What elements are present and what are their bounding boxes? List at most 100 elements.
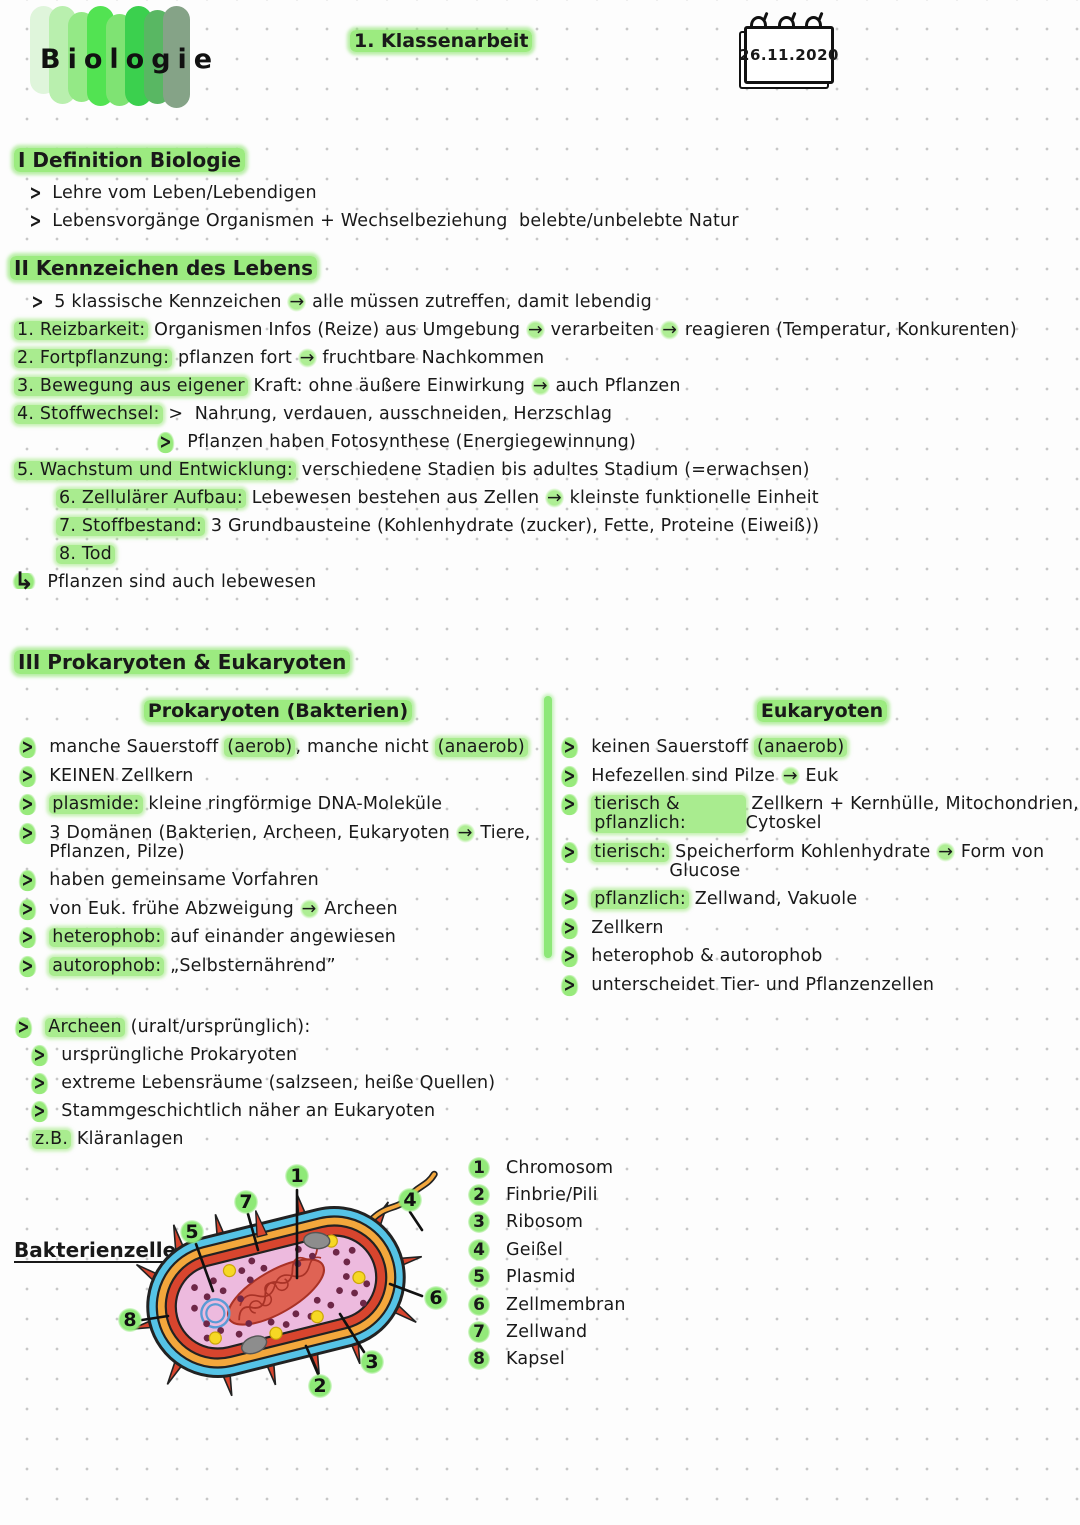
chevron-bullet-icon: > — [29, 181, 42, 206]
note-line: >Archeen (uralt/ursprünglich): — [13, 1016, 536, 1039]
section-kennzeichen: II Kennzeichen des Lebens >5 klassische … — [10, 256, 1074, 601]
text-segment: Hefezellen sind Pilze → Euk — [591, 765, 839, 786]
text-segment: Kraft: ohne äußere Einwirkung → auch Pfl… — [247, 376, 681, 396]
note-line: >manche Sauerstoff (aerob), manche nicht… — [17, 736, 536, 759]
text-segment: pflanzlich: — [591, 890, 689, 909]
arrow-icon: → — [455, 822, 475, 843]
note-line: 5. Wachstum und Entwicklung: verschieden… — [14, 461, 1074, 480]
chevron-bullet-icon: > — [559, 974, 580, 996]
column-eukaryoten: Eukaryoten >keinen Sauerstoff (anaerob)>… — [559, 700, 1080, 1004]
text-segment: kleine ringförmige DNA-Moleküle — [142, 794, 443, 814]
legend-label: Kapsel — [506, 1349, 565, 1370]
text-segment: Pflanzen haben Fotosynthese (Energiegewi… — [187, 432, 637, 452]
chevron-bullet-icon: > — [17, 898, 38, 920]
text-segment: , manche nicht — [295, 737, 435, 757]
note-line: 1. Reizbarkeit: Organismen Infos (Reize)… — [14, 320, 1074, 340]
note-line: ↳ Pflanzen sind auch lebewesen — [10, 569, 1074, 593]
chevron-bullet-icon: > — [17, 869, 38, 892]
text-segment: > Nahrung, verdauen, ausschneiden, Herzs… — [162, 404, 613, 424]
text-segment: 7. Stoffbestand: — [56, 517, 206, 536]
column-heading: Eukaryoten — [562, 700, 1080, 722]
chevron-bullet-icon: > — [559, 888, 580, 911]
section-definition: I Definition Biologie >Lehre vom Leben/L… — [14, 148, 1064, 240]
diagram-callout-1: 1 — [285, 1164, 309, 1188]
arrow-icon: → — [297, 348, 317, 368]
text-segment: manche Sauerstoff — [49, 737, 225, 757]
legend-number: 7 — [468, 1321, 490, 1344]
text-segment: 8. Tod — [56, 545, 115, 564]
text-segment: von Euk. frühe Abzweigung → Archeen — [49, 898, 398, 919]
note-line: 7. Stoffbestand: 3 Grundbausteine (Kohle… — [56, 517, 1074, 536]
biologie-logo: Biologie — [30, 6, 212, 114]
text-segment: 5. Wachstum und Entwicklung: — [14, 461, 297, 480]
legend-label: Finbrie/Pili — [506, 1185, 598, 1206]
eukaryoten-list: >keinen Sauerstoff (anaerob)>Hefezellen … — [559, 736, 1080, 996]
note-line: >Stammgeschichtlich näher an Eukaryoten — [29, 1100, 536, 1123]
arrow-icon: → — [936, 841, 956, 862]
definition-list: > Lehre vom Leben/Lebendigen> Lebensvorgän… — [14, 181, 1064, 232]
text-segment: (aerob) — [224, 738, 296, 757]
page-title: 1. Klassenarbeit — [350, 30, 533, 52]
text-segment: Organismen Infos (Reize) aus Umgebung → … — [148, 320, 1017, 340]
note-line: 3. Bewegung aus eigener Kraft: ohne äuße… — [14, 376, 1074, 396]
logo-text: Biologie — [40, 44, 220, 75]
legend-item: 5 Plasmid — [468, 1264, 626, 1291]
arrow-icon: → — [299, 898, 319, 919]
return-arrow-icon: ↳ — [10, 569, 39, 593]
text-segment: Lebensvorgänge Organismen + Wechselbezie… — [52, 211, 739, 231]
chevron-bullet-icon: > — [559, 793, 580, 816]
section-archeen: >Archeen (uralt/ursprünglich):>ursprüngl… — [13, 1016, 536, 1158]
diagram-callout-4: 4 — [398, 1188, 422, 1212]
legend-label: Plasmid — [506, 1267, 576, 1288]
text-segment: Zellkern + Kernhülle, Mitochondrien, Cyt… — [745, 794, 1079, 833]
legend-number: 6 — [468, 1293, 490, 1316]
note-line: >heterophob & autorophob — [559, 945, 1080, 968]
prokaryoten-list: > manche Sauerstoff (aerob), manche nicht… — [17, 736, 536, 977]
legend-item: 7 Zellwand — [468, 1318, 626, 1345]
legend-number: 3 — [468, 1211, 490, 1234]
text-segment: Archeen — [45, 1018, 125, 1037]
text-segment: Lehre vom Leben/Lebendigen — [52, 183, 317, 203]
legend-label: Chromosom — [506, 1157, 614, 1178]
text-segment: 4. Stoffwechsel: — [14, 405, 163, 424]
logo-bar — [163, 6, 190, 108]
chevron-bullet-icon: > — [31, 290, 44, 315]
note-line: >5 klassische Kennzeichen → alle müssen … — [30, 290, 1074, 315]
text-segment: 5 klassische Kennzeichen → alle müssen z… — [54, 292, 652, 312]
text-segment: Speicherform Kohlenhydrate → Form von Gl… — [669, 841, 1051, 881]
diagram-callout-8: 8 — [118, 1308, 142, 1332]
chevron-bullet-icon: > — [559, 736, 580, 759]
text-segment: auf einander angewiesen — [164, 927, 397, 947]
note-line: > Lehre vom Leben/Lebendigen — [28, 181, 1064, 206]
text-segment: tierisch: — [591, 842, 670, 862]
archeen-list: >Archeen (uralt/ursprünglich):>ursprüngl… — [13, 1016, 536, 1149]
kennzeichen-list: >5 klassische Kennzeichen → alle müssen … — [10, 290, 1074, 593]
text-segment: heterophob & autorophob — [591, 946, 823, 966]
text-segment: autorophob: — [49, 956, 165, 976]
note-line: >haben gemeinsame Vorfahren — [17, 869, 536, 892]
diagram-callout-5: 5 — [180, 1220, 204, 1244]
chevron-bullet-icon: > — [13, 1016, 34, 1039]
text-segment: 3. Bewegung aus eigener — [14, 377, 248, 396]
text-segment: Pflanzen sind auch lebewesen — [47, 572, 317, 592]
text-segment: Zellkern — [591, 917, 664, 938]
chevron-bullet-icon: > — [17, 822, 38, 844]
text-segment: plasmide: — [49, 795, 143, 814]
note-line: >tierisch & pflanzlich: Zellkern + Kernh… — [559, 793, 1080, 833]
text-segment: 2. Fortpflanzung: — [14, 349, 173, 368]
chevron-bullet-icon: > — [17, 926, 38, 949]
legend-number: 8 — [468, 1348, 490, 1371]
legend-item: 8 Kapsel — [468, 1346, 626, 1373]
text-segment: (anaerob) — [434, 738, 528, 757]
section-heading: III Prokaryoten & Eukaryoten — [14, 650, 351, 674]
legend-item: 6 Zellmembran — [468, 1291, 626, 1318]
diagram-callout-3: 3 — [360, 1350, 384, 1374]
column-prokaryoten: Prokaryoten (Bakterien) >manche Sauersto… — [17, 700, 536, 985]
note-line: >tierisch: Speicherform Kohlenhydrate → … — [559, 841, 1080, 881]
legend-number: 4 — [468, 1238, 490, 1261]
legend-item: 3 Ribosom — [468, 1209, 626, 1236]
note-line: 4. Stoffwechsel: > Nahrung, verdauen, au… — [14, 405, 1074, 424]
text-segment: verschiedene Stadien bis adultes Stadium… — [296, 460, 810, 480]
section-prok-euk-heading: III Prokaryoten & Eukaryoten — [14, 650, 351, 674]
